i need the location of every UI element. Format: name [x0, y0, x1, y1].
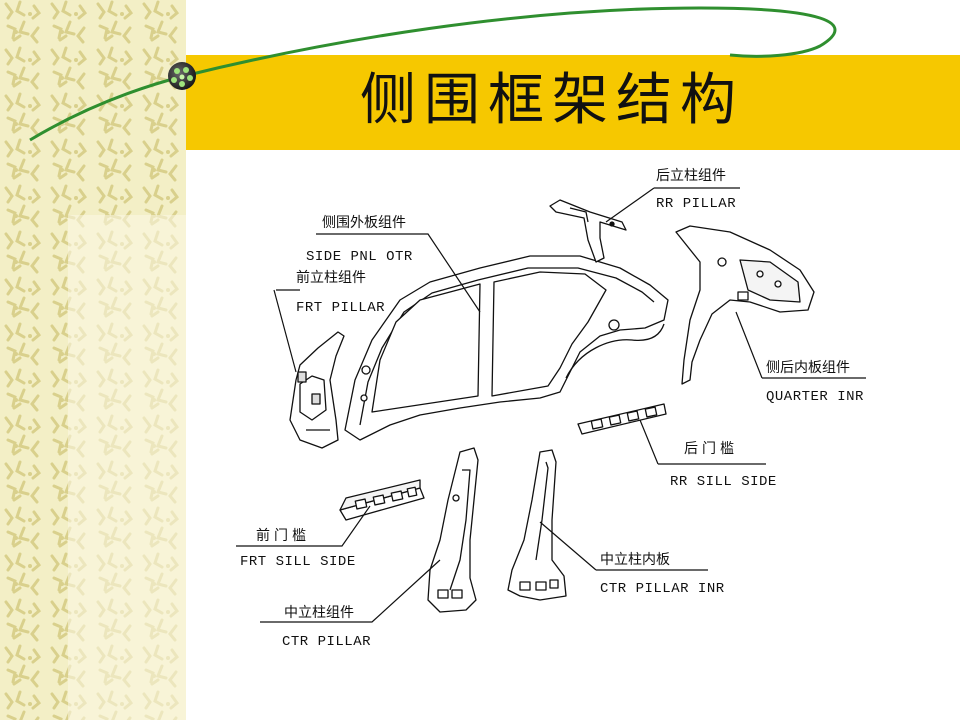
center-pillar-inner-drawing	[507, 449, 567, 601]
side-panel-outer-drawing	[344, 255, 669, 441]
label-frt-sill-cn: 前门槛	[256, 528, 310, 544]
label-side-panel-cn: 侧围外板组件	[322, 215, 406, 231]
leader-rr-sill	[639, 419, 766, 465]
leader-frt-sill	[236, 505, 371, 547]
quarter-inner-drawing	[675, 225, 815, 385]
label-ctr-pillar-inr-en: CTR PILLAR INR	[600, 581, 725, 597]
leader-ctr-pillar-inr	[539, 521, 708, 571]
label-side-panel-en: SIDE PNL OTR	[306, 249, 413, 265]
label-ctr-pillar-cn: 中立柱组件	[284, 605, 354, 621]
label-frt-sill-en: FRT SILL SIDE	[240, 554, 356, 570]
bullet-ball-icon	[168, 62, 196, 90]
leader-side-panel	[316, 233, 481, 313]
label-rr-pillar-en: RR PILLAR	[656, 196, 737, 212]
label-quarter-en: QUARTER INR	[766, 389, 864, 405]
rear-sill-drawing	[577, 403, 667, 435]
leader-front-pillar	[273, 289, 300, 373]
front-pillar-drawing	[289, 331, 345, 449]
slide-title: 侧围框架结构	[360, 68, 744, 133]
label-rr-sill-en: RR SILL SIDE	[670, 474, 777, 490]
front-sill-drawing	[339, 479, 425, 521]
label-rr-sill-cn: 后门槛	[684, 441, 738, 457]
label-quarter-cn: 侧后内板组件	[766, 360, 850, 376]
center-pillar-drawing	[427, 447, 479, 613]
green-swoosh	[183, 6, 837, 78]
rear-pillar-drawing	[549, 199, 627, 263]
leader-rr-pillar	[605, 187, 740, 223]
label-front-pillar-en: FRT PILLAR	[296, 300, 386, 316]
left-pattern-fade	[68, 215, 186, 720]
label-rr-pillar-cn: 后立柱组件	[656, 168, 726, 184]
label-ctr-pillar-en: CTR PILLAR	[282, 634, 372, 650]
leader-ctr-pillar	[260, 559, 441, 623]
label-ctr-pillar-inr-cn: 中立柱内板	[600, 552, 670, 568]
green-swoosh-tail	[29, 74, 185, 142]
title-banner	[186, 55, 960, 150]
label-front-pillar-cn: 前立柱组件	[296, 270, 366, 286]
leader-quarter	[735, 311, 866, 379]
